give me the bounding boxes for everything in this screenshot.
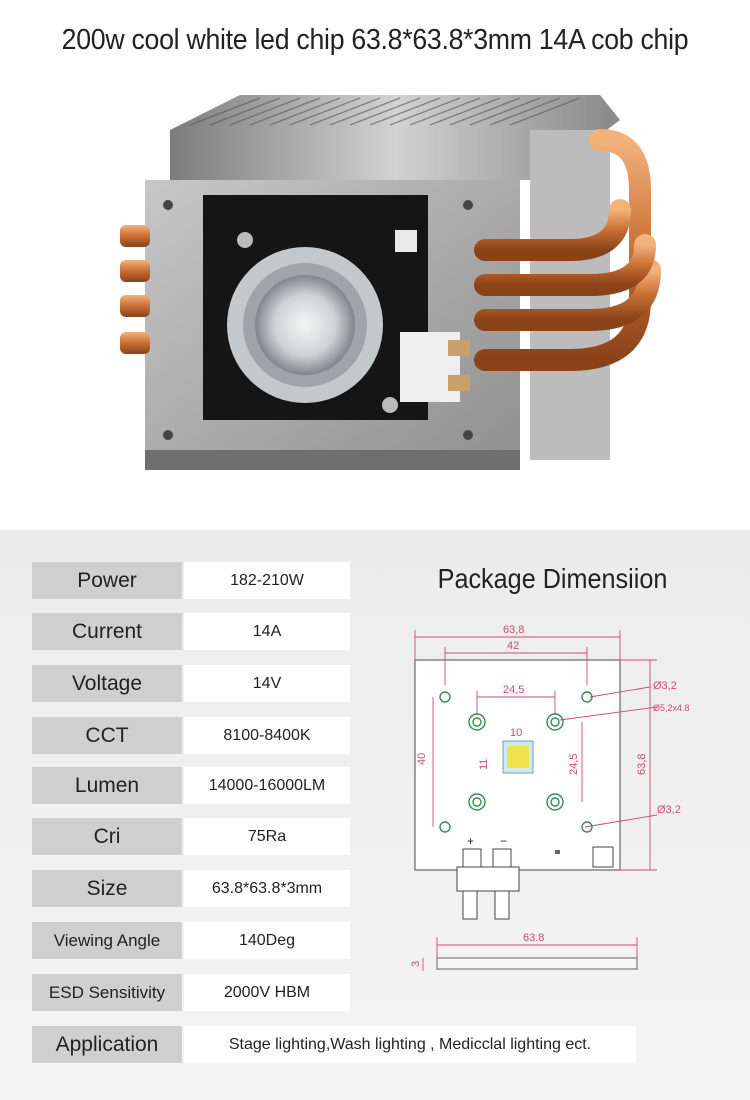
side-view-board: [436, 957, 638, 970]
dim-height-left: 40: [416, 753, 428, 765]
dim-side-width: 63.8: [523, 932, 544, 944]
spec-label-cct: CCT: [32, 717, 182, 754]
dim-die-width: 10: [510, 727, 522, 739]
product-photo-section: 200w cool white led chip 63.8*63.8*3mm 1…: [0, 0, 750, 530]
package-dimension-title: Package Dimensiion: [437, 563, 668, 594]
dim-inner-height: 24,5: [568, 754, 580, 775]
spec-label-current: Current: [32, 613, 182, 650]
led-module-photo: [120, 95, 661, 470]
spec-label-application: Application: [32, 1026, 182, 1063]
spec-value-lumen: 14000-16000LM: [184, 767, 350, 804]
dim-width-total: 63,8: [503, 624, 524, 636]
spec-label-viewing-angle: Viewing Angle: [32, 922, 182, 959]
dim-inner-span: 24,5: [503, 684, 524, 696]
dim-hole-1: Ø3,2: [653, 680, 677, 692]
spec-value-application: Stage lighting,Wash lighting , Medicclal…: [184, 1026, 636, 1063]
spec-label-lumen: Lumen: [32, 767, 182, 804]
spec-label-power: Power: [32, 562, 182, 599]
spec-value-size: 63.8*63.8*3mm: [184, 870, 350, 907]
spec-value-voltage: 14V: [184, 665, 350, 702]
spec-label-size: Size: [32, 870, 182, 907]
page-title: 200w cool white led chip 63.8*63.8*3mm 1…: [61, 24, 689, 56]
polarity-plus: +: [467, 834, 474, 848]
spec-value-cct: 8100-8400K: [184, 717, 350, 754]
spec-value-current: 14A: [184, 613, 350, 650]
led-die: [507, 746, 529, 768]
spec-label-esd-sensitivity: ESD Sensitivity: [32, 974, 182, 1011]
polarity-minus: −: [500, 834, 507, 848]
dim-thickness: 3: [410, 961, 422, 967]
dim-hole-span: 42: [507, 640, 519, 652]
package-dimension-drawing: 63,8 42 24,5 40 63,8 24,5 10 11 Ø3,2 Ø5,…: [410, 624, 690, 971]
spec-value-viewing-angle: 140Deg: [184, 922, 350, 959]
spec-value-esd-sensitivity: 2000V HBM: [184, 974, 350, 1011]
spec-label-cri: Cri: [32, 818, 182, 855]
dim-hole-2: Ø5,2x4.8: [653, 703, 690, 713]
spec-value-power: 182-210W: [184, 562, 350, 599]
spec-label-voltage: Voltage: [32, 665, 182, 702]
dim-height-right: 63,8: [636, 754, 648, 775]
dim-die-height: 11: [478, 759, 490, 770]
spec-value-cri: 75Ra: [184, 818, 350, 855]
dim-hole-3: Ø3,2: [657, 804, 681, 816]
